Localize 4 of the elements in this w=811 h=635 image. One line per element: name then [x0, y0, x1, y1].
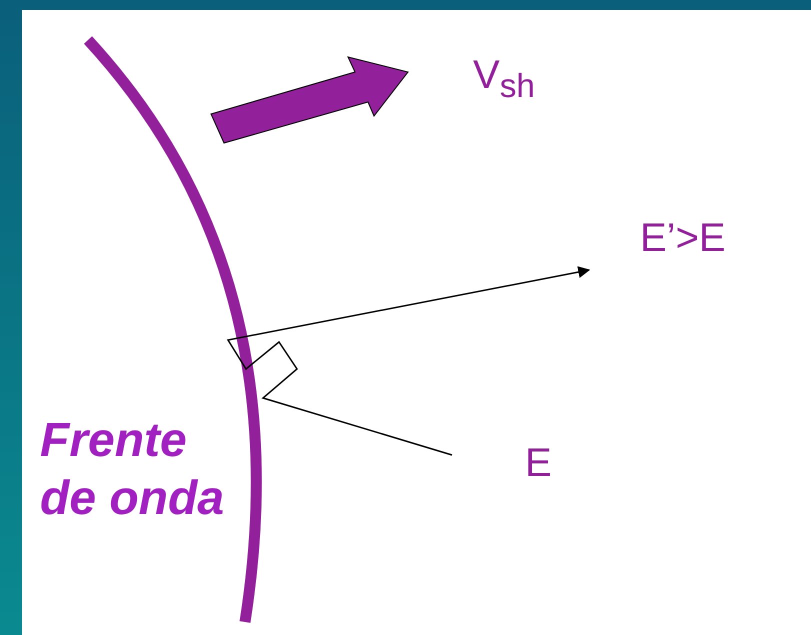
energy-label: E	[525, 443, 552, 483]
wavefront-label: Frente de onda	[40, 413, 226, 527]
energy-label: E’>E	[640, 218, 726, 258]
velocity-label: V$_{sh}$	[473, 55, 535, 104]
